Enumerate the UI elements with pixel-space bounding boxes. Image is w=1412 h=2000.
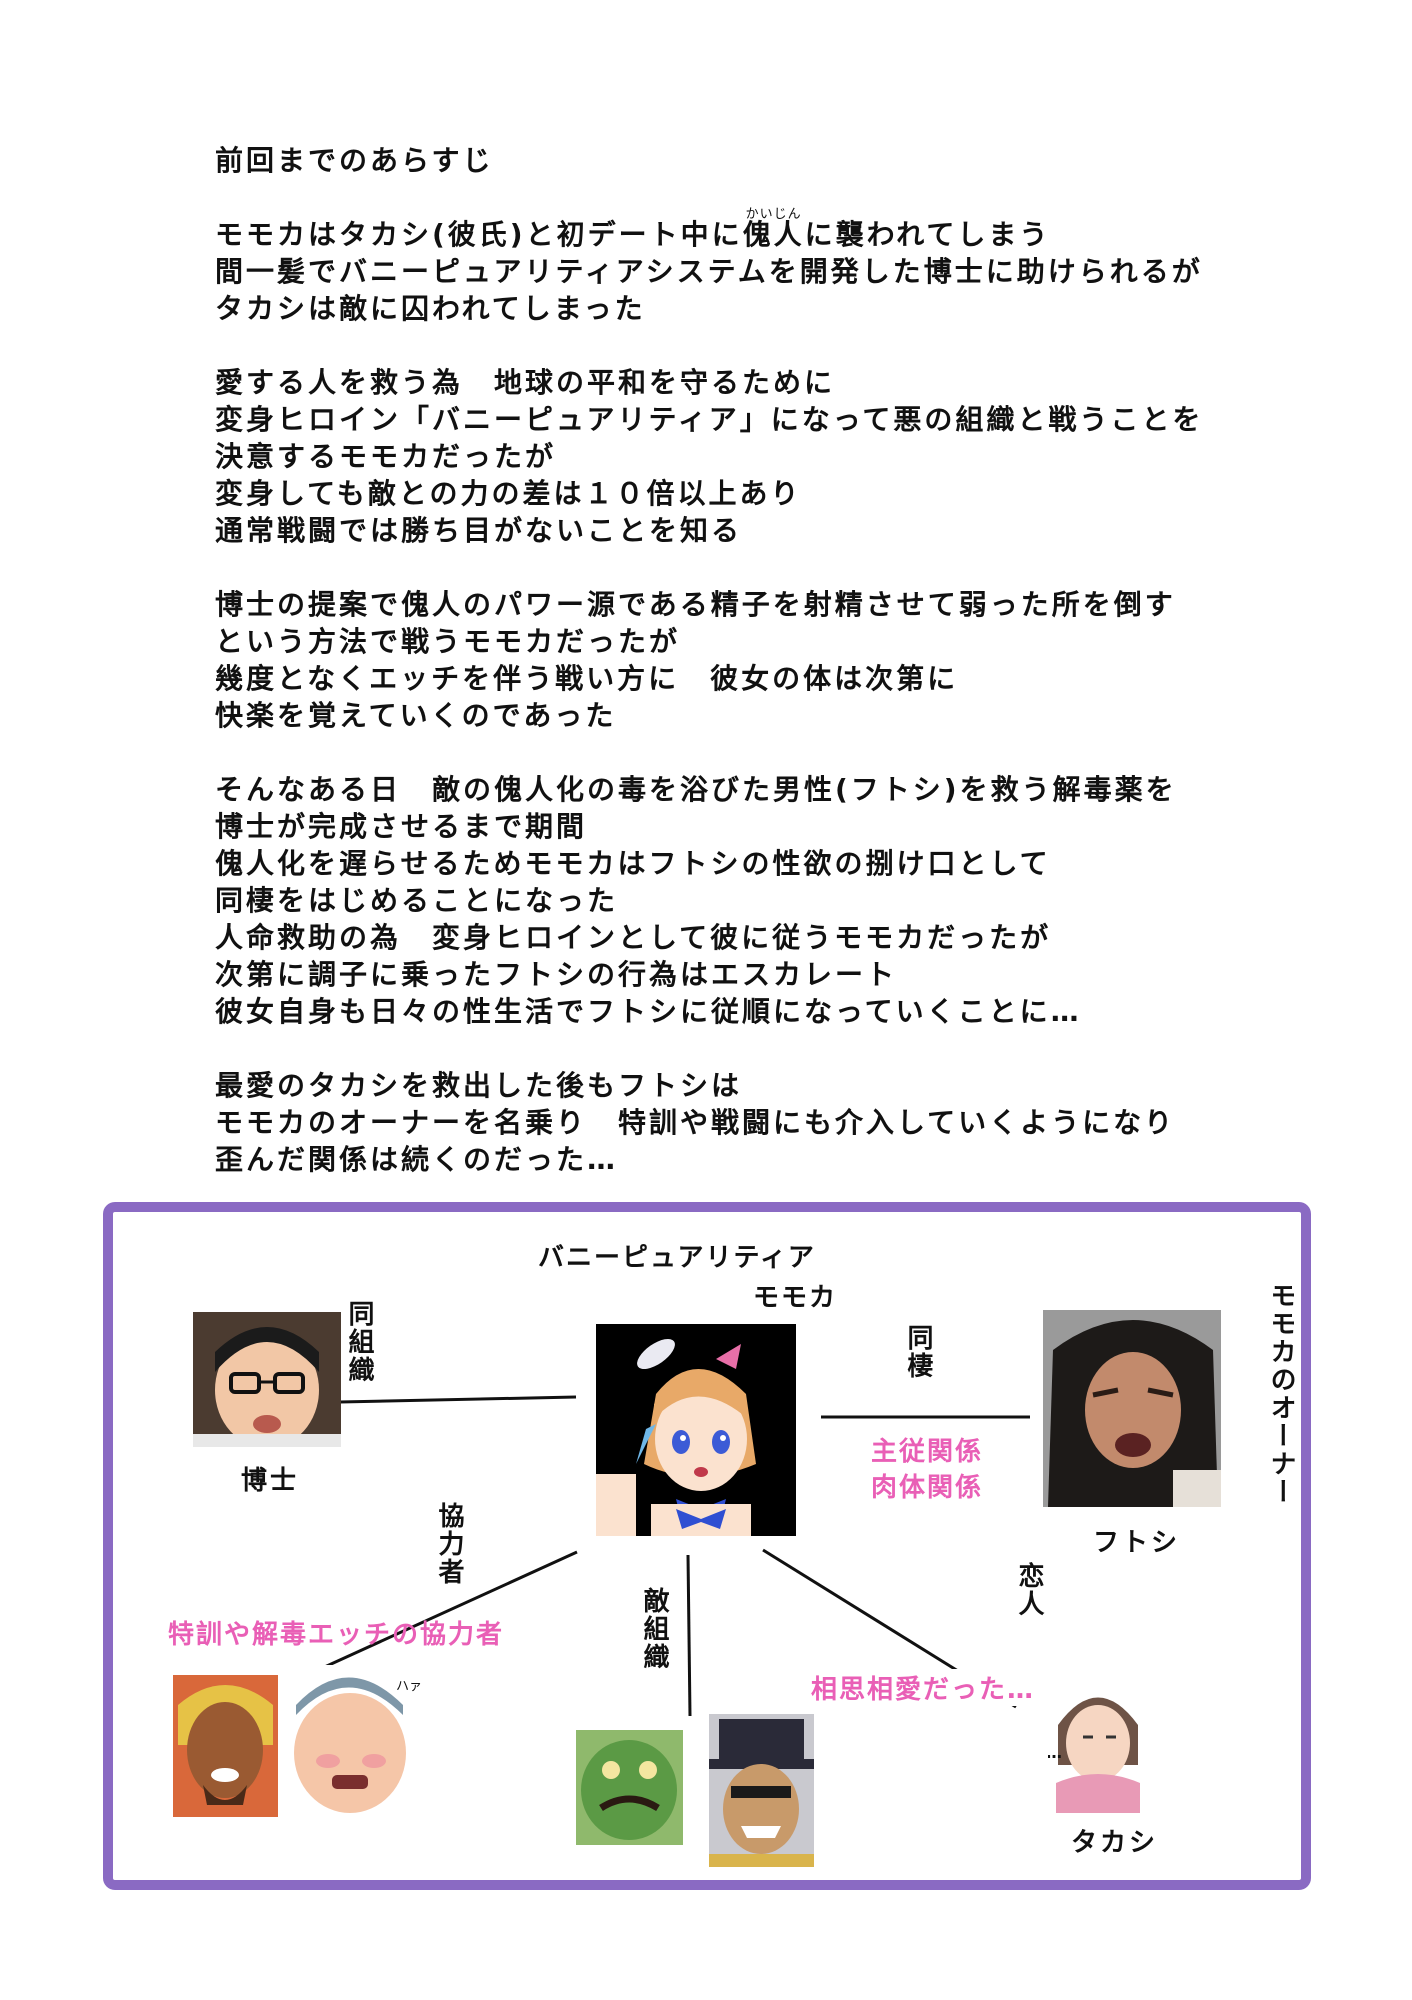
hakase-portrait: [193, 1312, 341, 1447]
synopsis-line: 博士が完成させるまで期間: [215, 810, 588, 843]
takashi-name: タカシ: [1071, 1828, 1159, 1858]
takashi-illustration: [1048, 1675, 1148, 1813]
synopsis-line: 幾度となくエッチを伴う戦い方に 彼女の体は次第に: [215, 662, 959, 695]
enemy-2-illustration: [709, 1714, 814, 1867]
synopsis-line: タカシは敵に囚われてしまった: [215, 292, 646, 325]
synopsis-paragraph-2: 愛する人を救う為 地球の平和を守るために 変身ヒロイン「バニーピュアリティア」に…: [215, 364, 1315, 549]
hakase-name: 博士: [241, 1466, 300, 1496]
rel-helpers-label: 協力者: [434, 1502, 464, 1586]
synopsis-line: 変身しても敵との力の差は１０倍以上あり: [215, 477, 802, 510]
synopsis-paragraph-4: そんなある日 敵の傀人化の毒を浴びた男性(フトシ)を救う解毒薬を 博士が完成させ…: [215, 771, 1315, 1030]
synopsis-line: 決意するモモカだったが: [215, 440, 557, 473]
synopsis-line: 傀人化を遅らせるためモモカはフトシの性欲の捌け口として: [215, 847, 1051, 880]
synopsis-line: 歪んだ関係は続くのだった…: [215, 1143, 619, 1176]
momoka-illustration: [596, 1338, 756, 1536]
futoshi-illustration: [1043, 1310, 1221, 1507]
dots-text: …: [1048, 1743, 1062, 1762]
rel-futoshi-label: 同棲: [903, 1324, 933, 1380]
synopsis-line: 通常戦闘では勝ち目がないことを知る: [215, 514, 743, 547]
synopsis-line: 変身ヒロイン「バニーピュアリティア」になって悪の組織と戦うことを: [215, 403, 1204, 436]
center-title: バニーピュアリティア: [538, 1243, 816, 1273]
momoka-portrait: [596, 1324, 796, 1536]
helper-2-illustration: [288, 1665, 423, 1817]
center-name: モモカ: [753, 1283, 838, 1313]
lover-desc: 相思相愛だった…: [811, 1669, 1036, 1706]
futoshi-portrait: [1043, 1310, 1221, 1507]
synopsis-line: という方法で戦うモモカだったが: [215, 625, 681, 658]
synopsis-line: モモカのオーナーを名乗り 特訓や戦闘にも介入していくようになり: [215, 1106, 1176, 1139]
synopsis-line: 間一髪でバニーピュアリティアシステムを開発した博士に助けられるが: [215, 255, 1203, 288]
synopsis-line: 彼女自身も日々の性生活でフトシに従順になっていくことに…: [215, 995, 1082, 1028]
relationship-chart: バニーピュアリティア モモカ: [103, 1202, 1311, 1890]
helper-1-illustration: [173, 1675, 278, 1817]
synopsis-line: 最愛のタカシを救出した後もフトシは: [215, 1069, 743, 1102]
pant-text: ハァ: [396, 1679, 423, 1694]
synopsis-line: 快楽を覚えていくのであった: [215, 699, 617, 732]
synopsis-line: モモカはタカシ(彼氏)と初デート中にかいじん傀人に襲われてしまう: [215, 207, 1051, 251]
futoshi-role-label: モモカのオーナー: [1266, 1282, 1296, 1506]
ruby-annotation: かいじん傀人: [742, 207, 805, 251]
enemy-1-illustration: [576, 1730, 683, 1845]
futoshi-desc-1: 主従関係: [871, 1437, 984, 1467]
line-enemy: [686, 1554, 692, 1717]
helpers-desc: 特訓や解毒エッチの協力者: [168, 1620, 505, 1650]
hakase-illustration: [193, 1312, 341, 1447]
futoshi-desc-2: 肉体関係: [871, 1473, 984, 1503]
line-hakase: [339, 1395, 577, 1404]
enemy-2-portrait: [709, 1714, 814, 1867]
synopsis-line: 同棲をはじめることになった: [215, 884, 619, 917]
helper-2-portrait: ハァ: [288, 1665, 423, 1817]
synopsis-paragraph-3: 博士の提案で傀人のパワー源である精子を射精させて弱った所を倒す という方法で戦う…: [215, 586, 1315, 734]
rel-hakase-label: 同組織: [344, 1300, 374, 1384]
rel-lover-label: 恋人: [1014, 1562, 1044, 1618]
synopsis-line: 次第に調子に乗ったフトシの行為はエスカレート: [215, 958, 898, 991]
synopsis-line: 愛する人を救う為 地球の平和を守るために: [215, 366, 836, 399]
synopsis-heading: 前回までのあらすじ: [215, 144, 494, 177]
rel-enemy-label: 敵組織: [639, 1587, 669, 1671]
futoshi-name: フトシ: [1093, 1528, 1181, 1558]
synopsis-line: 博士の提案で傀人のパワー源である精子を射精させて弱った所を倒す: [215, 588, 1176, 621]
takashi-portrait: …: [1048, 1675, 1148, 1813]
helper-1-portrait: [173, 1675, 278, 1817]
synopsis-paragraph-1: モモカはタカシ(彼氏)と初デート中にかいじん傀人に襲われてしまう 間一髪でバニー…: [215, 207, 1315, 327]
enemy-1-portrait: [576, 1730, 683, 1845]
synopsis-line: そんなある日 敵の傀人化の毒を浴びた男性(フトシ)を救う解毒薬を: [215, 773, 1177, 806]
synopsis-paragraph-5: 最愛のタカシを救出した後もフトシは モモカのオーナーを名乗り 特訓や戦闘にも介入…: [215, 1067, 1315, 1178]
synopsis-line: 人命救助の為 変身ヒロインとして彼に従うモモカだったが: [215, 921, 1052, 954]
line-helpers: [295, 1550, 578, 1682]
synopsis: 前回までのあらすじ モモカはタカシ(彼氏)と初デート中にかいじん傀人に襲われてし…: [215, 142, 1315, 1215]
